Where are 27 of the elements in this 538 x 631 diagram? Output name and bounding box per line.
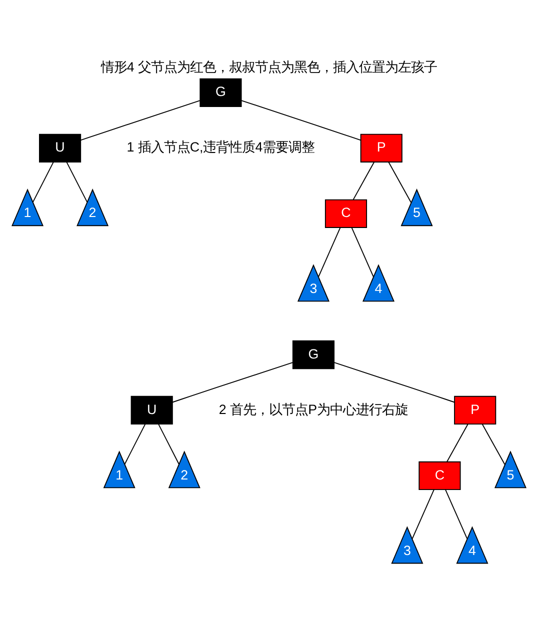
connector [445, 488, 468, 539]
connector [158, 423, 180, 464]
connector [446, 423, 468, 462]
node-box: P [360, 133, 402, 162]
connector [124, 423, 146, 464]
connector [66, 161, 88, 202]
connector [80, 100, 200, 140]
connector [172, 362, 293, 402]
node-box: G [200, 78, 242, 107]
diagram-title: 情形4 父节点为红色，叔叔节点为黑色，插入位置为左孩子 [100, 58, 438, 74]
label: 1 插入节点C,违背性质4需要调整 [126, 139, 315, 154]
node-box: U [130, 395, 173, 424]
node-box: C [418, 460, 461, 490]
connector [32, 161, 54, 202]
node-box: G [292, 340, 335, 369]
node-box: C [324, 198, 368, 228]
node-box: U [39, 133, 82, 162]
connector [352, 161, 375, 200]
node-box: P [454, 395, 496, 424]
connector [351, 226, 374, 277]
label: 2 首先，以节点P为中心进行右旋 [218, 401, 408, 416]
connector [318, 226, 341, 277]
connector [241, 100, 362, 140]
connector [388, 161, 412, 202]
connector [412, 488, 434, 539]
connector [334, 362, 455, 402]
connector [482, 423, 506, 464]
